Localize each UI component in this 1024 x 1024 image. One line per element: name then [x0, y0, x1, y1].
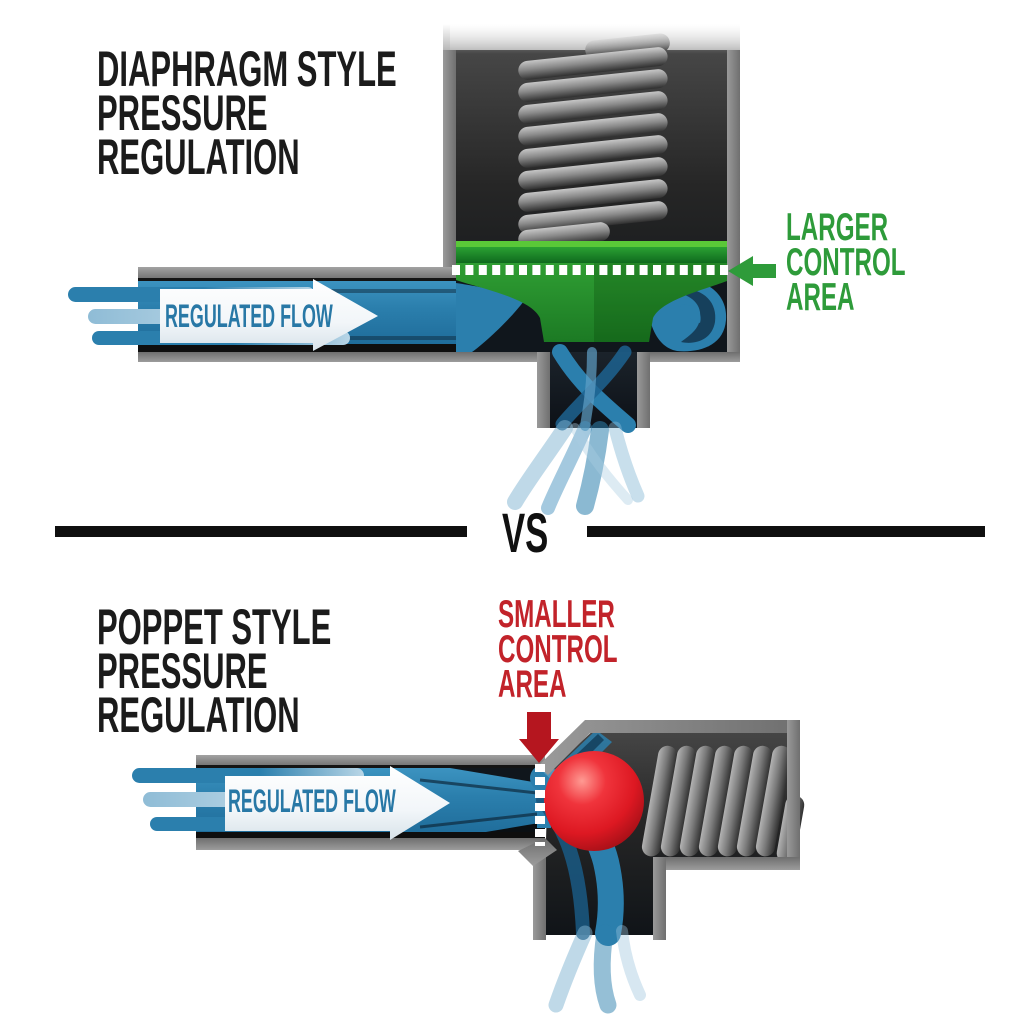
down-arrow-icon	[519, 712, 559, 763]
poppet-title-line2: PRESSURE	[97, 643, 268, 699]
outlet-spray-top	[507, 420, 645, 515]
poppet-title: POPPET STYLE PRESSURE REGULATION	[97, 599, 332, 743]
smaller-line1: SMALLER	[498, 593, 615, 636]
divider-line-left	[55, 526, 467, 537]
flow-label-bottom-wrap: REGULATED FLOW	[228, 785, 396, 820]
chamber-left-wall	[443, 50, 456, 278]
diaphragm-diagram: REGULATED FLOW	[68, 8, 776, 515]
divider-line-right	[587, 526, 985, 537]
flow-arrow-icon	[225, 766, 450, 840]
outlet-spray-bottom	[548, 924, 646, 1014]
larger-line2: CONTROL	[786, 241, 906, 284]
smaller-line3: AREA	[498, 663, 567, 706]
diaphragm-title-line2: PRESSURE	[97, 85, 268, 141]
poppet-diagram: REGULATED FLOW	[132, 712, 805, 1014]
larger-line1: LARGER	[786, 206, 889, 249]
poppet-chamber-walls	[518, 720, 800, 940]
poppet-ball	[544, 751, 644, 851]
flow-label-top-wrap: REGULATED FLOW	[165, 300, 333, 335]
junction-left-flow	[456, 283, 524, 352]
outlet-pipe-top	[537, 344, 740, 433]
smaller-control-area-label: SMALLER CONTROL AREA	[498, 593, 618, 706]
flow-arrow-icon	[160, 279, 378, 351]
diaphragm-title: DIAPHRAGM STYLE PRESSURE REGULATION	[97, 41, 397, 185]
spring-top-fade	[450, 8, 740, 54]
vs-label: VS	[502, 501, 549, 564]
larger-control-area-label: LARGER CONTROL AREA	[786, 206, 906, 319]
diaphragm-spring-icon	[518, 33, 670, 249]
larger-line3: AREA	[786, 276, 855, 319]
chamber-right-wall	[727, 50, 740, 362]
diaphragm-title-line3: REGULATION	[97, 129, 300, 185]
poppet-title-line1: POPPET STYLE	[97, 599, 332, 655]
regulated-flow-label-top: REGULATED FLOW	[165, 300, 333, 335]
diaphragm-green	[456, 241, 727, 342]
smaller-line2: CONTROL	[498, 628, 618, 671]
regulated-flow-label-bottom: REGULATED FLOW	[228, 785, 396, 820]
poppet-title-line3: REGULATION	[97, 687, 300, 743]
left-arrow-icon	[728, 256, 776, 286]
diaphragm-title-line1: DIAPHRAGM STYLE	[97, 41, 397, 97]
poppet-spring-icon	[641, 745, 805, 863]
